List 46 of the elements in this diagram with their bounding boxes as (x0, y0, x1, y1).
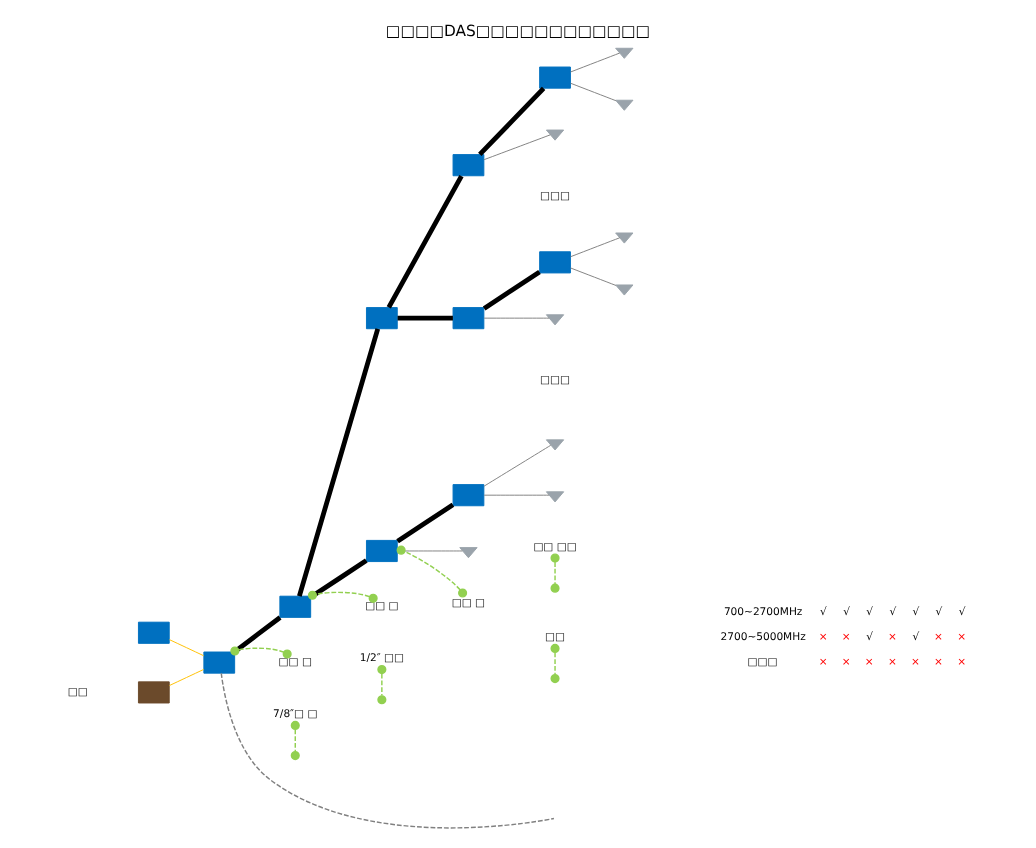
node-box (365, 307, 398, 330)
connector (169, 639, 205, 657)
node-box (452, 484, 485, 507)
connector (554, 561, 556, 585)
node-antenna (615, 232, 634, 244)
node-antenna (615, 47, 634, 59)
connector (482, 269, 541, 311)
connector (483, 494, 550, 496)
node-box (137, 621, 170, 644)
connector (570, 267, 617, 286)
node-antenna (615, 284, 634, 296)
connector (381, 672, 383, 697)
node-antenna (545, 439, 565, 451)
connector (169, 669, 205, 686)
connector (220, 672, 555, 829)
connector (396, 545, 468, 598)
connector (397, 315, 453, 321)
node-box (203, 651, 236, 674)
connector (386, 174, 464, 309)
node-antenna (615, 99, 634, 111)
connector (570, 52, 621, 73)
connector (554, 651, 556, 676)
node-antenna (459, 547, 478, 559)
node-box (137, 681, 170, 704)
connector (570, 237, 621, 258)
node-box (539, 66, 571, 89)
connector (483, 134, 551, 161)
connector (294, 728, 296, 753)
node-box (452, 154, 485, 177)
node-box (539, 251, 571, 274)
node-box (452, 307, 485, 330)
connector (230, 646, 292, 659)
connector (483, 444, 552, 487)
connector (297, 328, 381, 597)
connector (233, 615, 282, 654)
node-antenna (545, 314, 565, 326)
connector (483, 317, 550, 319)
connector (309, 558, 368, 600)
connector (478, 86, 546, 157)
connector (396, 502, 455, 544)
node-box (365, 539, 398, 563)
node-antenna (545, 491, 565, 503)
node-box (279, 595, 312, 618)
connector (307, 590, 378, 603)
node-antenna (545, 129, 565, 141)
connector (570, 82, 617, 102)
